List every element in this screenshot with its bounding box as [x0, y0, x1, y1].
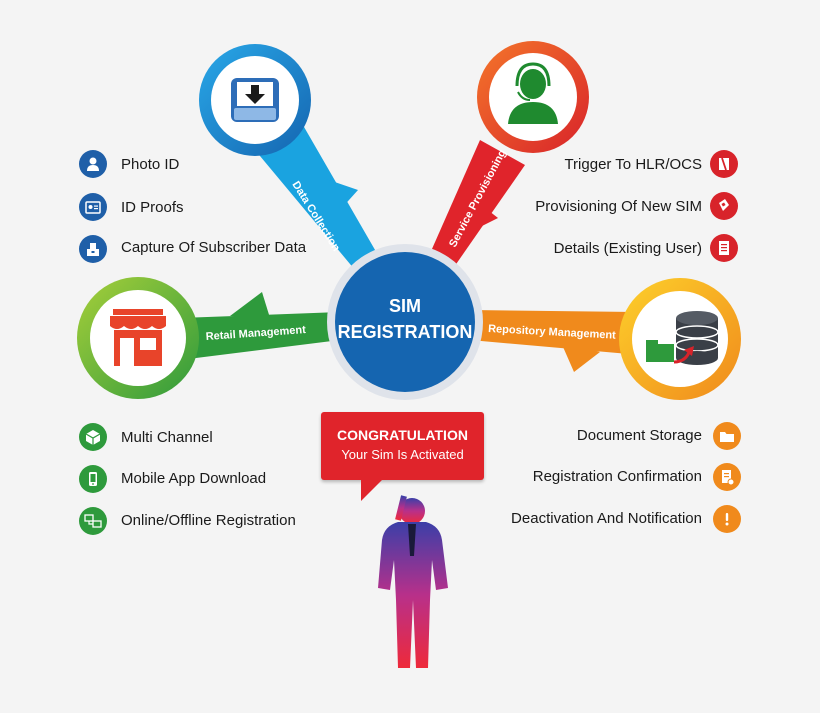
- support-agent-icon: [508, 62, 558, 124]
- sim-icon: [710, 192, 738, 220]
- database-icon: [675, 311, 719, 365]
- center-line1: SIM: [389, 296, 421, 316]
- list-item-registration-confirmation: Registration Confirmation: [532, 468, 702, 485]
- folder-icon: [713, 422, 741, 450]
- list-item-online-offline: Online/Offline Registration: [121, 512, 296, 529]
- document-icon: [710, 234, 738, 262]
- list-item-deactivation: Deactivation And Notification: [511, 510, 702, 527]
- center-node: SIM REGISTRATION: [327, 244, 483, 400]
- inbox-download-icon: [231, 78, 279, 122]
- person-icon: [79, 150, 107, 178]
- list-item-multi-channel: Multi Channel: [121, 429, 213, 446]
- congrats-title: CONGRATULATION: [337, 427, 468, 443]
- node-retail-management: [77, 277, 199, 399]
- list-item-photo-id: Photo ID: [121, 156, 180, 173]
- branch-repository-management: Repository Management: [470, 310, 640, 372]
- confirm-doc-icon: [713, 463, 741, 491]
- node-service-provisioning: [477, 41, 589, 153]
- folder-transfer-icon: [646, 340, 694, 364]
- person-on-phone-icon: [378, 495, 448, 668]
- congratulation-callout: CONGRATULATION Your Sim Is Activated: [321, 412, 484, 480]
- id-card-icon: [79, 193, 107, 221]
- node-repository-management: [619, 278, 741, 400]
- center-line2: REGISTRATION: [338, 322, 473, 342]
- store-icon: [110, 309, 166, 366]
- list-item-document-storage: Document Storage: [576, 427, 702, 444]
- node-data-collection: [199, 44, 311, 156]
- list-item-capture-subscriber: Capture Of Subscriber Data: [121, 239, 307, 256]
- branch-service-provisioning: Service Provisioning: [428, 140, 525, 270]
- congrats-subtitle: Your Sim Is Activated: [341, 447, 464, 462]
- list-item-mobile-app: Mobile App Download: [121, 470, 267, 487]
- congrats-pointer: [361, 479, 383, 501]
- computers-icon: [79, 507, 107, 535]
- branch-retail-management: Retail Management: [180, 292, 340, 360]
- alert-icon: [713, 505, 741, 533]
- list-item-trigger-hlr: Trigger To HLR/OCS: [564, 156, 702, 173]
- list-item-provisioning-sim: Provisioning Of New SIM: [535, 198, 702, 215]
- capture-icon: [79, 235, 107, 263]
- list-item-details-existing: Details (Existing User): [553, 240, 702, 257]
- channel-icon: [79, 423, 107, 451]
- mobile-icon: [79, 465, 107, 493]
- list-item-id-proofs: ID Proofs: [121, 199, 184, 216]
- trigger-icon: [710, 150, 738, 178]
